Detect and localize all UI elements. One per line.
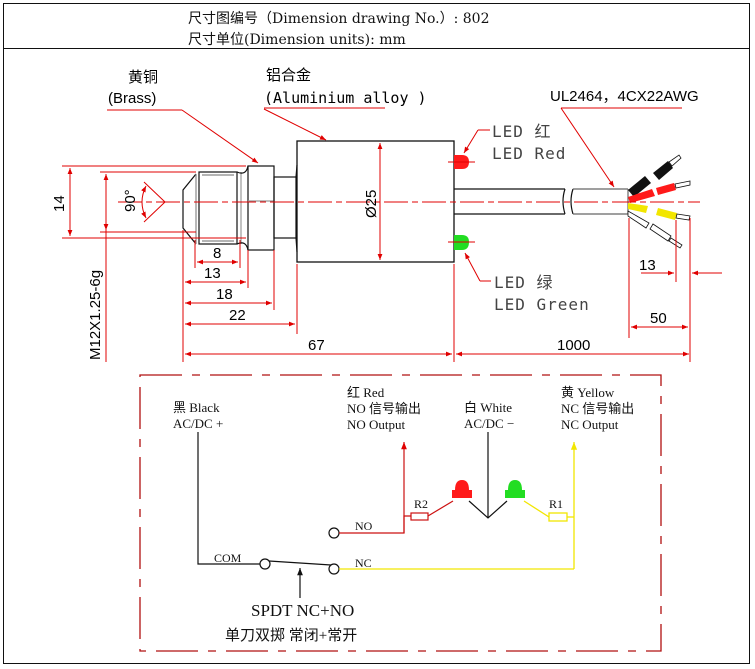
cable (454, 188, 629, 215)
dim-13: 13 (204, 265, 221, 282)
green-led-leader (464, 252, 491, 282)
aluminium-label-en: (Aluminium alloy ) (264, 89, 427, 107)
dim-hex-14: 14 (51, 195, 68, 212)
led-red-label-en: LED Red (492, 144, 566, 163)
schematic-green-led-icon (505, 480, 525, 498)
dim-body-diameter: Ø25 (363, 190, 380, 218)
dim-cone-angle: 90° (122, 189, 139, 212)
spdt-switch (259, 527, 340, 575)
r2-label: R2 (414, 497, 428, 511)
white-wire (468, 432, 508, 519)
yellow-wire-output: NC Output (561, 417, 619, 432)
wiring-diagram-frame (139, 374, 662, 652)
red-wire (339, 442, 454, 534)
switch-type-label-cn: 单刀双掷 常闭+常开 (225, 627, 357, 644)
red-wire-label: 红 Red (347, 385, 385, 400)
cable-wires (627, 154, 691, 249)
black-wire (197, 432, 260, 565)
yellow-wire-signal: NC 信号输出 (561, 401, 634, 416)
black-wire-function: AC/DC + (173, 416, 223, 431)
drawing-number: 尺寸图编号（Dimension drawing No.）: 802 (188, 11, 490, 27)
red-led-icon (448, 155, 475, 169)
black-wire-label: 黑 Black (173, 400, 220, 415)
dim-cable-length: 1000 (557, 337, 590, 354)
com-contact-label: COM (214, 551, 242, 565)
dim-18: 18 (216, 286, 233, 303)
title-block: 尺寸图编号（Dimension drawing No.）: 802 尺寸单位(D… (3, 3, 750, 49)
dim-22: 22 (229, 307, 246, 324)
green-led-icon (448, 235, 475, 250)
brass-label-cn: 黄铜 (128, 69, 158, 86)
dim-thread: M12X1.25-6g (87, 270, 104, 360)
red-wire-signal: NO 信号输出 (347, 401, 421, 416)
schematic-red-led-icon (452, 480, 472, 498)
r2-resistor (410, 512, 429, 521)
dimension-units: 尺寸单位(Dimension units): mm (188, 32, 406, 48)
yellow-wire (339, 442, 578, 570)
led-green-label-en: LED Green (494, 295, 590, 314)
no-contact-label: NO (355, 519, 373, 533)
aluminium-leader (263, 107, 385, 141)
wiring-labels: 黑 Black AC/DC + 红 Red NO 信号输出 NO Output … (173, 385, 634, 644)
r1-label: R1 (549, 497, 563, 511)
switch-type-label: SPDT NC+NO (251, 601, 354, 620)
dim-8: 8 (213, 245, 221, 262)
red-wire-output: NO Output (347, 417, 406, 432)
nc-contact-label: NC (355, 556, 372, 570)
dimension-lines (62, 143, 722, 362)
dim-strip-length: 13 (639, 257, 656, 274)
cable-spec-label: UL2464，4CX22AWG (550, 88, 699, 105)
white-wire-function: AC/DC − (464, 416, 514, 431)
aluminium-label-cn: 铝合金 (266, 67, 311, 84)
red-led-leader (463, 129, 490, 154)
white-wire-label: 白 White (464, 400, 512, 415)
com-terminal (259, 558, 271, 570)
cable-leader (560, 107, 682, 188)
no-terminal (328, 527, 340, 539)
yellow-wire-label: 黄 Yellow (561, 385, 615, 400)
led-green-label-cn: LED 绿 (494, 273, 554, 292)
brass-label-en: (Brass) (108, 90, 156, 107)
dim-wire-length: 50 (650, 310, 667, 327)
r1-resistor (548, 512, 568, 522)
brass-leader (107, 109, 259, 164)
drawing-frame (3, 3, 750, 664)
dim-67: 67 (308, 337, 325, 354)
led-red-label-cn: LED 红 (492, 122, 552, 141)
sensor-fitting (182, 164, 298, 253)
